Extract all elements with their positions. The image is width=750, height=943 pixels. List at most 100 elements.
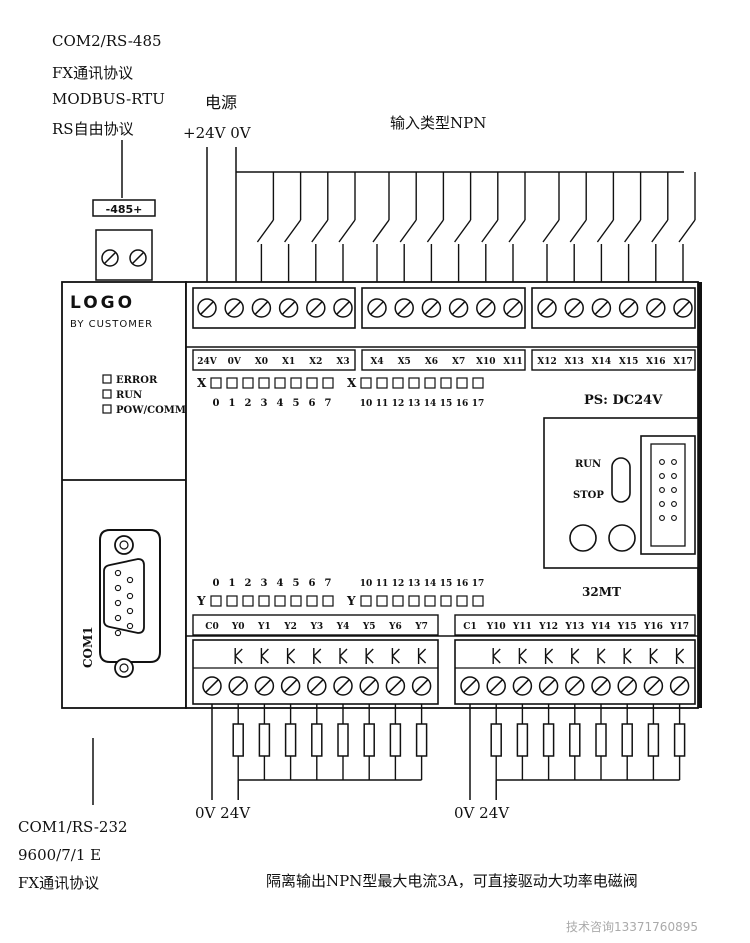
indicator-led-icon: [226, 595, 238, 607]
screw-slot: [309, 679, 324, 693]
output-load-icon: [569, 704, 581, 780]
pow-comm-led-icon: [102, 404, 112, 414]
expansion-pin: [671, 515, 677, 521]
indicator-led-icon: [290, 595, 302, 607]
output-screw: [202, 676, 222, 696]
load-resistor: [569, 723, 581, 757]
indicator-led-icon: [360, 377, 372, 389]
contact-arm: [676, 648, 685, 657]
expansion-pin: [659, 487, 665, 493]
output-screws: [202, 648, 690, 696]
indicator-led-icon: [392, 377, 404, 389]
db9-pin: [114, 569, 122, 577]
indicator-led-icon: [258, 595, 270, 607]
input-terminal-label: X0: [255, 357, 268, 367]
output-supply-wiring: [469, 704, 680, 800]
expansion-pin: [659, 459, 665, 465]
expansion-pin: [671, 487, 677, 493]
indicator-number: 17: [472, 399, 485, 409]
contact-arm: [492, 648, 501, 657]
contact-arm: [339, 648, 348, 657]
potentiometer-1-icon[interactable]: [569, 524, 597, 552]
com2-line-3: MODBUS-RTU: [52, 90, 165, 108]
output-terminal-label: Y14: [591, 622, 611, 632]
input-screw: [618, 298, 639, 318]
indicator-number: 15: [440, 399, 453, 409]
output-screw: [643, 676, 664, 696]
potentiometer-2-icon[interactable]: [608, 524, 636, 552]
input-label-strip-3: [531, 349, 696, 371]
output-contact-icon: [391, 648, 400, 664]
com2-line-2: FX通讯协议: [52, 64, 133, 82]
contact-arm: [418, 655, 427, 664]
indicator-led-icon: [376, 595, 388, 607]
indicator-number: 1: [229, 578, 236, 589]
run-led-icon: [102, 389, 112, 399]
logo-text: LOGO: [70, 293, 135, 313]
contact-arm: [313, 655, 322, 664]
input-switch-icon: [481, 172, 499, 290]
screw-slot: [205, 679, 219, 693]
screw-slot: [541, 679, 556, 693]
input-screw: [306, 298, 326, 318]
output-terminal-label: Y12: [538, 622, 558, 632]
input-terminal-label: X3: [336, 357, 349, 367]
contact-arm: [313, 648, 322, 657]
contact-arm: [518, 655, 527, 664]
load-resistor: [542, 723, 555, 757]
contact-arm: [365, 648, 374, 657]
output-screw: [617, 676, 637, 696]
input-screw: [591, 298, 612, 318]
indicator-number: 16: [456, 399, 469, 409]
output-load-icon: [647, 704, 660, 780]
output-terminal-label: Y6: [388, 622, 402, 632]
input-switch-icon: [399, 172, 417, 290]
switch-blade: [596, 219, 614, 243]
indicator-led-icon: [242, 595, 254, 607]
input-terminal-label: X12: [537, 357, 557, 367]
indicator-number: 14: [424, 399, 437, 409]
output-load-icon: [621, 704, 633, 780]
input-terminal-label: X7: [452, 357, 465, 367]
contact-arm: [571, 648, 580, 657]
input-screw: [278, 298, 299, 318]
switch-blade: [651, 219, 669, 243]
run-stop-switch[interactable]: [611, 457, 631, 503]
screw-slot: [567, 301, 582, 315]
output-contact-icon: [544, 648, 554, 664]
com2-line-4: RS自由协议: [52, 120, 134, 138]
indicator-led-icon: [392, 595, 404, 607]
screw-slot: [540, 301, 554, 315]
output-screw: [669, 676, 690, 696]
screw-slot: [676, 301, 690, 315]
indicator-led-icon: [440, 595, 452, 607]
output-screw: [538, 676, 559, 696]
load-resistor: [621, 723, 633, 757]
indicator-number: 17: [472, 579, 485, 589]
contact-arm: [287, 648, 296, 657]
input-screw: [537, 298, 557, 318]
load-resistor: [415, 723, 428, 757]
output-load-icon: [337, 704, 349, 780]
output-load-icon: [311, 704, 323, 780]
indicator-number: 0: [213, 398, 220, 409]
output-load-icon: [516, 704, 529, 780]
com1-line-2: 9600/7/1 E: [18, 846, 101, 864]
output-terminal-label: C1: [463, 622, 476, 632]
indicator-led-icon: [242, 377, 254, 389]
load-resistor: [673, 723, 686, 757]
output-screw: [385, 676, 406, 696]
switch-blade: [256, 219, 274, 243]
output-terminal-label: C0: [205, 622, 218, 632]
switch-blade: [338, 219, 356, 243]
output-screw: [228, 676, 248, 696]
expansion-pin: [671, 459, 677, 465]
contact-arm: [545, 655, 554, 664]
screw-slot: [281, 301, 296, 315]
contact-arm: [339, 655, 348, 664]
input-screws: [197, 298, 693, 318]
output-screw: [280, 676, 301, 696]
indicator-number: 3: [261, 578, 268, 589]
